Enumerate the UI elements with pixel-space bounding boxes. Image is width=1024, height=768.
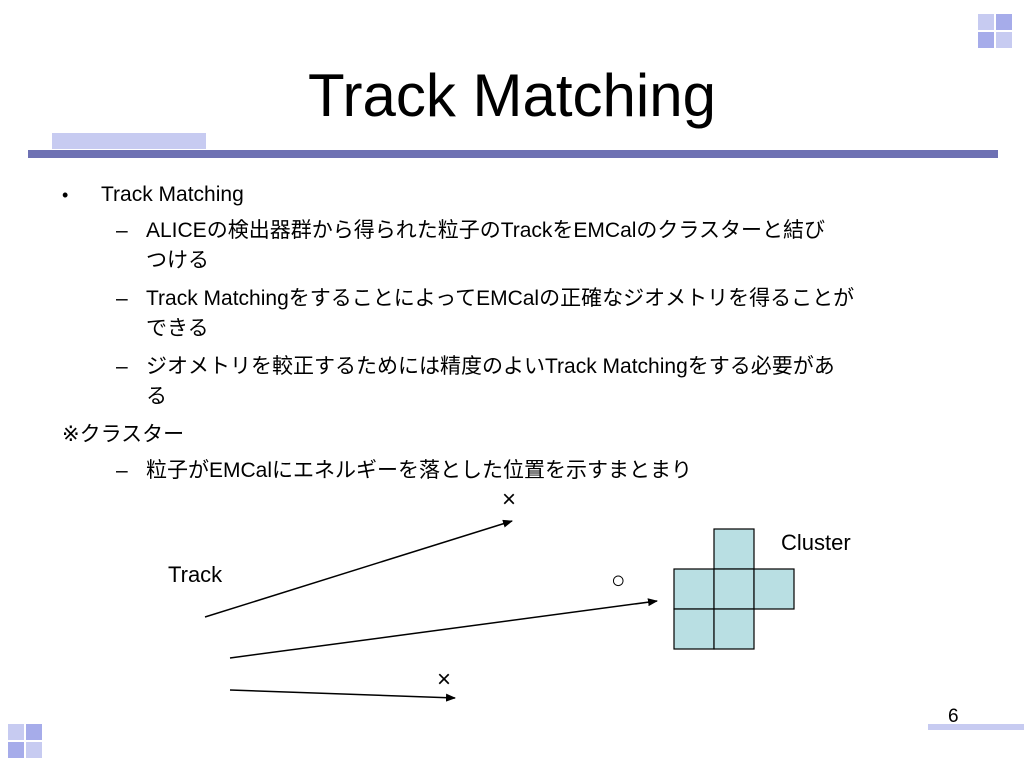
cluster-cell [753, 568, 795, 610]
note-heading: ※クラスター [62, 423, 185, 446]
sub-bullet-item-cont: できる [146, 317, 209, 340]
miss-mark-bottom: × [437, 666, 452, 693]
hit-mark: ○ [611, 567, 626, 594]
footer-accent-bar [928, 724, 1024, 730]
bullet-dot: • [62, 185, 69, 205]
cluster-cell [713, 528, 755, 570]
slide-title: Track Matching [308, 62, 716, 129]
track-label: Track [168, 562, 223, 587]
sub-bullet-item: Track MatchingをすることによってEMCalの正確なジオメトリを得る… [146, 287, 855, 310]
bullet-item: Track Matching [101, 183, 244, 206]
cluster-cell [673, 608, 715, 650]
cluster-cell [713, 608, 755, 650]
sub-bullet-dash: – [116, 287, 128, 310]
miss-mark-top: × [502, 486, 517, 513]
sub-bullet-item: ALICEの検出器群から得られた粒子のTrackをEMCalのクラスターと結び [146, 219, 826, 242]
sub-bullet-item-cont: る [146, 385, 167, 408]
track-arrow-hit [229, 598, 658, 659]
sub-bullet-item: ジオメトリを較正するためには精度のよいTrack Matchingをする必要があ [146, 355, 835, 378]
track-arrow-miss-bottom [229, 689, 456, 702]
corner-square [996, 32, 1012, 48]
corner-square [26, 724, 42, 740]
cluster-cells [673, 528, 795, 650]
corner-square [8, 742, 24, 758]
track-arrow-miss-top [204, 519, 513, 618]
corner-square [996, 14, 1012, 30]
corner-square [26, 742, 42, 758]
title-accent-bar [52, 133, 206, 149]
sub-bullet-dash: – [116, 459, 128, 482]
sub-bullet-item-cont: つける [146, 249, 209, 272]
sub-bullet-dash: – [116, 355, 128, 378]
cluster-cell [673, 568, 715, 610]
page-number: 6 [948, 706, 959, 727]
cluster-label: Cluster [781, 530, 851, 555]
title-divider [28, 150, 998, 158]
corner-square [978, 32, 994, 48]
sub-bullet-item: 粒子がEMCalにエネルギーを落とした位置を示すまとまり [146, 459, 693, 482]
corner-square [978, 14, 994, 30]
corner-square [8, 724, 24, 740]
cluster-cell [713, 568, 755, 610]
sub-bullet-dash: – [116, 219, 128, 242]
